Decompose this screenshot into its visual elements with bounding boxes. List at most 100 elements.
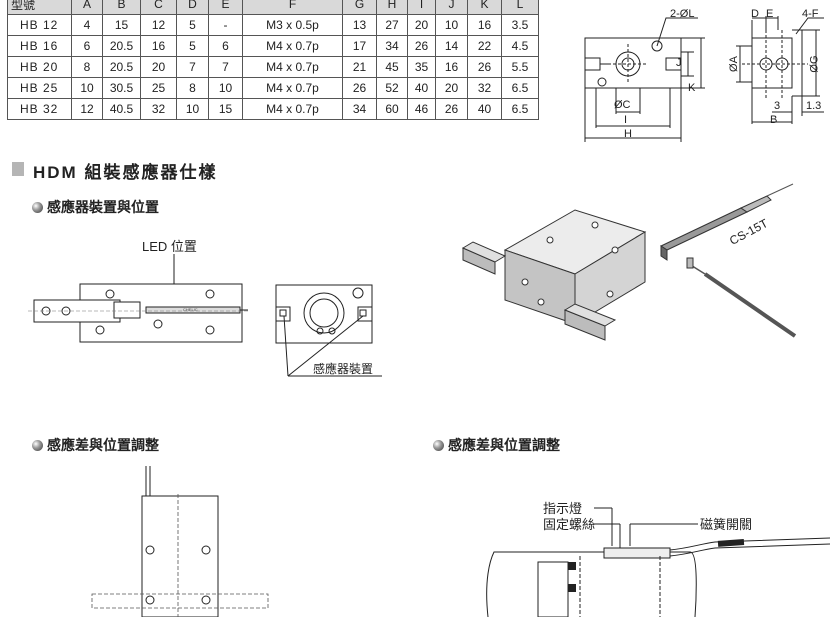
dim-label-c: ØC	[614, 99, 631, 111]
install-side-drawing	[28, 254, 248, 343]
dimension-drawing-front	[584, 17, 705, 142]
header-f: F	[242, 0, 343, 15]
table-cell: 46	[407, 98, 436, 120]
screw-label: 固定螺絲	[543, 517, 596, 532]
dimension-drawing-side	[736, 16, 824, 124]
table-cell: 8	[176, 77, 209, 99]
table-cell: M4 x 0.7p	[242, 35, 343, 57]
table-cell: 21	[342, 56, 377, 78]
table-cell: M4 x 0.7p	[242, 98, 343, 120]
header-c: C	[140, 0, 177, 15]
table-cell: 6	[208, 35, 243, 57]
table-cell: 8	[71, 56, 103, 78]
adjust-right-subtitle-row: 感應差與位置調整	[433, 435, 560, 455]
table-cell: 10	[435, 14, 468, 36]
dim-label-k: K	[688, 82, 696, 94]
table-cell: 26	[407, 35, 436, 57]
header-a: A	[71, 0, 103, 15]
adjust-left-subtitle: 感應差與位置調整	[47, 437, 159, 453]
table-cell: 7	[208, 56, 243, 78]
table-cell: 14	[435, 35, 468, 57]
header-model: 型號	[7, 0, 72, 15]
table-cell: 20	[435, 77, 468, 99]
table-cell: 15	[208, 98, 243, 120]
table-cell: 4	[71, 14, 103, 36]
bullet-icon	[32, 439, 43, 451]
table-cell: 20.5	[102, 35, 141, 57]
section-marker	[12, 162, 24, 176]
table-cell: 20	[407, 14, 436, 36]
table-cell: 6	[71, 35, 103, 57]
adjust-right-subtitle: 感應差與位置調整	[448, 437, 560, 453]
table-cell: 13	[342, 14, 377, 36]
dim-label-j: J	[676, 57, 682, 69]
table-cell: 16	[467, 14, 502, 36]
bullet-icon	[433, 439, 444, 451]
model-cell: HB 12	[7, 14, 72, 36]
switch-label: 磁簧開關	[700, 517, 753, 532]
table-cell: 60	[376, 98, 408, 120]
header-h: H	[376, 0, 408, 15]
table-header-row: 型號 A B C D E F G H I J K L	[7, 0, 539, 15]
section-title: HDM 組裝感應器仕樣	[33, 163, 218, 182]
dim-label-h: H	[624, 128, 632, 140]
table-cell: 10	[208, 77, 243, 99]
led-position-label: LED 位置	[142, 239, 197, 254]
dim-label-l: 2-ØL	[670, 8, 695, 20]
install-front-drawing	[275, 284, 382, 377]
table-cell: 16	[435, 56, 468, 78]
table-cell: 32	[467, 77, 502, 99]
table-cell: 30.5	[102, 77, 141, 99]
table-cell: 25	[140, 77, 177, 99]
table-cell: M3 x 0.5p	[242, 14, 343, 36]
table-cell: 34	[342, 98, 377, 120]
table-cell: 4.5	[501, 35, 539, 57]
adjust-right-drawing	[486, 507, 830, 617]
model-cell: HB 25	[7, 77, 72, 99]
table-cell: 16	[140, 35, 177, 57]
table-cell: 3.5	[501, 14, 539, 36]
table-cell: 17	[342, 35, 377, 57]
table-cell: 5.5	[501, 56, 539, 78]
header-g: G	[342, 0, 377, 15]
table-cell: 26	[342, 77, 377, 99]
dim-label-e: E	[766, 8, 774, 20]
table-cell: 26	[435, 98, 468, 120]
model-cell: HB 20	[7, 56, 72, 78]
install-subtitle-row: 感應器裝置與位置	[32, 197, 159, 217]
header-d: D	[176, 0, 209, 15]
table-cell: 27	[376, 14, 408, 36]
header-l: L	[501, 0, 539, 15]
table-cell: 22	[467, 35, 502, 57]
dim-label-f: 4-F	[802, 8, 819, 20]
table-cell: 45	[376, 56, 408, 78]
header-i: I	[407, 0, 436, 15]
table-cell: 35	[407, 56, 436, 78]
dim-label-d: D	[751, 8, 759, 20]
dim-label-g: ØG	[808, 55, 821, 73]
table-cell: 12	[71, 98, 103, 120]
table-cell: 12	[140, 14, 177, 36]
header-k: K	[467, 0, 502, 15]
table-cell: 32	[140, 98, 177, 120]
gripper-3d-drawing	[461, 183, 797, 341]
header-j: J	[435, 0, 468, 15]
install-subtitle: 感應器裝置與位置	[47, 199, 159, 215]
sensor-install-label: 感應器裝置	[313, 362, 374, 376]
table-cell: 40	[407, 77, 436, 99]
table-cell: M4 x 0.7p	[242, 77, 343, 99]
table-cell: 6.5	[501, 77, 539, 99]
table-cell: 34	[376, 35, 408, 57]
adjust-left-subtitle-row: 感應差與位置調整	[32, 435, 159, 455]
sensor-brand-text: CHELIC	[183, 307, 198, 312]
table-cell: 40	[467, 98, 502, 120]
table-cell: 40.5	[102, 98, 141, 120]
table-cell: 10	[176, 98, 209, 120]
dim-label-b: B	[770, 114, 778, 126]
model-cell: HB 16	[7, 35, 72, 57]
